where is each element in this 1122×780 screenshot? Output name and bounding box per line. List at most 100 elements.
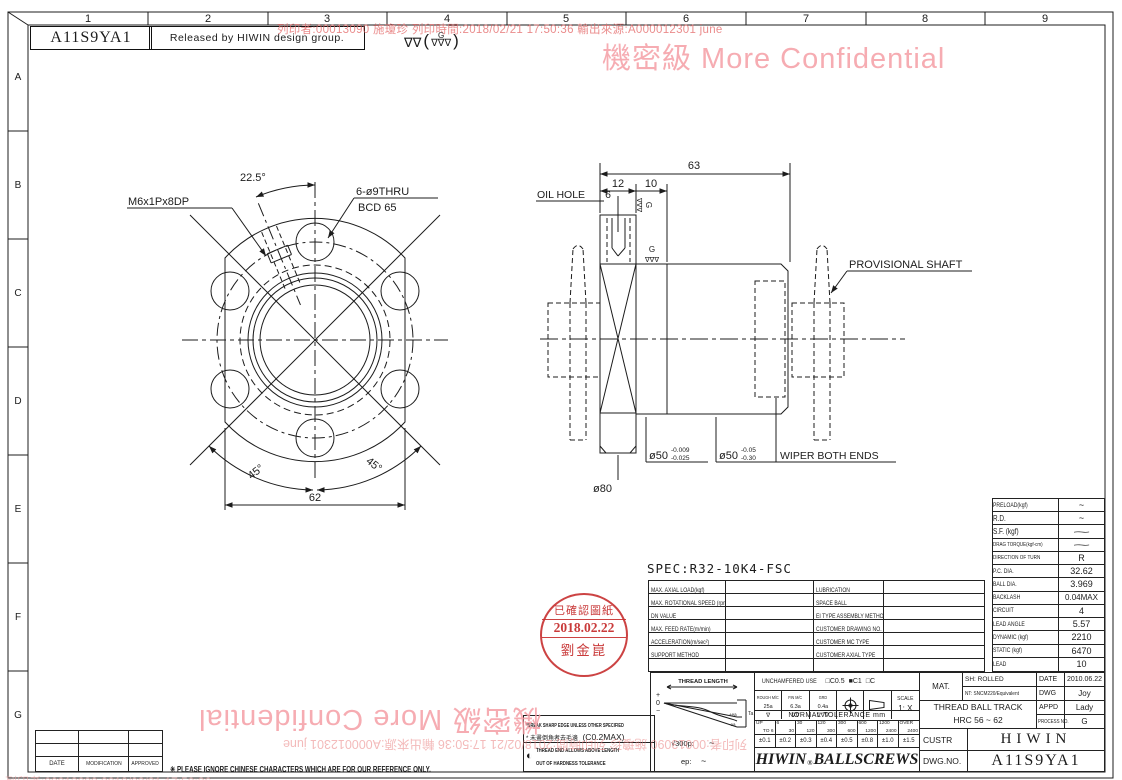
logo-ballscrews: BALLSCREWS	[813, 750, 919, 768]
dim-45-left-label: 45°	[246, 462, 267, 482]
tolerance-value: ±0.2	[776, 735, 796, 747]
ruler-row-f: F	[14, 611, 22, 623]
label-bolt-holes: 6-ø9THRU BCD 65	[327, 186, 438, 239]
provisional-shaft-label: PROVISIONAL SHAFT	[830, 259, 972, 294]
dia50-od-tol-hi: -0.05	[741, 447, 756, 454]
notes-block: *BREAK SHARP EDGE UNLESS OTHER SPECIFIED…	[523, 715, 655, 772]
range-lo: 120	[806, 729, 815, 734]
dia50-journal-tol-hi: -0.009	[671, 447, 690, 454]
note-break-edge-en: *BREAK SHARP EDGE UNLESS OTHER SPECIFIED	[526, 723, 624, 729]
dia50-od: ø50 -0.05 -0.30	[715, 417, 778, 463]
param-value: 5.57	[1072, 619, 1091, 630]
param-row: DRAG TORQUE(kgf-cm)~	[993, 538, 1104, 552]
grd-value: 0.4a	[817, 704, 829, 710]
note-thread-end-1: THREAD END ALLOWS ABOVE LENGTH	[535, 748, 619, 754]
dim-62: 62	[224, 428, 406, 510]
revision-modification-header: MODIFICATION	[85, 761, 122, 767]
tolerance-value: ±1.0	[878, 735, 899, 747]
param-label: S.F. (kgf)	[993, 527, 1019, 537]
range-hi: 30	[797, 721, 803, 726]
finish-g-stack: G ∇∇∇	[431, 31, 451, 49]
tolerance-value: ±0.1	[755, 735, 776, 747]
dim-22-5-label: 22.5°	[240, 172, 266, 184]
ep-label: ep:	[681, 757, 691, 766]
ruler-col-2: 2	[204, 12, 212, 25]
dim-12-label: 12	[612, 178, 624, 190]
dim-62-label: 62	[309, 492, 321, 504]
rough-mc-triangle: ∇	[766, 713, 771, 719]
tolerance-block: UNCHAMFERED USE □C0.5 ■C1 □C ROUGH M/C 2…	[755, 672, 920, 772]
spec-row: MAX. AXIAL LOAD(kgf) LUBRICATION	[649, 581, 984, 594]
grd-triangles: ∇∇∇	[816, 713, 829, 719]
chamfer-option-c05: □C0.5	[825, 678, 845, 685]
finish-symbol: ∇∇	[404, 35, 422, 50]
spec-row-empty	[649, 659, 984, 671]
wiper-text: WIPER BOTH ENDS	[780, 450, 879, 462]
range-lo: 1200	[865, 729, 876, 734]
param-label: BACKLASH	[993, 594, 1021, 602]
revision-row-empty	[36, 744, 162, 757]
range-hi: 300	[838, 721, 847, 726]
param-label: PRELOAD(kgf)	[993, 501, 1028, 509]
dia80-text: ø80	[593, 483, 612, 495]
dwg-value: Joy	[1078, 689, 1091, 698]
finish-paren-close: )	[453, 31, 459, 50]
thread-length-diagram: THREAD LENGTH + 0 − Ta +ea -ea √300p: ~ …	[656, 679, 754, 766]
ruler-col-4: 4	[443, 12, 451, 25]
grd-label: GRD	[818, 695, 827, 700]
range-lo: 2400	[907, 729, 918, 734]
param-row: R.D.~	[993, 512, 1104, 526]
spec-label: MAX. ROTATIONAL SPEED (rpm)	[651, 600, 726, 606]
dia50-od-text: ø50	[719, 450, 738, 462]
param-value: 3.969	[1070, 579, 1093, 590]
chamfer-option-c1: ■C1	[848, 678, 862, 685]
param-value: ~	[1072, 526, 1091, 537]
appd-value: Lady	[1065, 701, 1104, 715]
param-row: S.F. (kgf) ~	[993, 525, 1104, 539]
revision-date-header: DATE	[36, 757, 79, 771]
tolerance-value: ±0.5	[837, 735, 858, 747]
note-thread-end-2: OUT OF HARDNESS TOLERANCE	[535, 761, 606, 767]
process-no-value: G	[1081, 717, 1088, 726]
approval-stamp: 已確認圖紙 2018.02.22 劉金崑	[540, 593, 628, 677]
dim-22-5: 22.5°	[240, 172, 316, 198]
spec-label: MAX. AXIAL LOAD(kgf)	[651, 587, 705, 593]
dia80-label: ø80	[593, 455, 619, 495]
target-icon	[842, 697, 859, 713]
logo-hiwin: HIWIN	[755, 750, 807, 768]
provisional-shaft-left	[547, 245, 601, 441]
oil-hole-label: OIL HOLE 6	[536, 189, 611, 202]
spec-label: CUSTOMER DRAWING NO.	[816, 626, 882, 632]
param-value: ~	[1072, 539, 1091, 550]
params-table: PRELOAD(kgf) ~ R.D.~ S.F. (kgf) ~ DRAG TOR…	[992, 498, 1105, 672]
ruler-row-e: E	[14, 503, 22, 515]
title-block-band2: THREAD BALL TRACK HRC 56 ~ 62 APPD PROCE…	[920, 701, 1104, 729]
customer-value: HIWIN	[1000, 731, 1072, 747]
param-label: STATIC (kgf)	[993, 647, 1023, 655]
corner-diagonal	[7, 11, 29, 26]
flange-side	[599, 214, 637, 454]
param-value: 2210	[1071, 632, 1092, 643]
finish-g-label: G	[438, 31, 445, 40]
axis-plus: +	[656, 692, 660, 699]
param-label: R.D.	[993, 513, 1006, 523]
tapped-hole	[257, 203, 302, 306]
ta-label: Ta	[748, 711, 754, 717]
chamfer-option-c: □C	[865, 678, 876, 685]
v300-value: ~	[709, 738, 714, 748]
dim-45-right-label: 45°	[364, 455, 385, 475]
customer-label: CUSTR	[920, 729, 968, 750]
thread-track-line1: THREAD BALL TRACK	[933, 702, 1023, 712]
dia50-od-tol-lo: -0.30	[741, 455, 756, 462]
logo-registered-icon: ®	[807, 758, 813, 767]
dia50-journal: ø50 -0.009 -0.025	[645, 417, 708, 463]
surface-finish-note: ∇∇ ( G ∇∇∇ )	[404, 31, 459, 51]
range-lo: TO 6	[762, 729, 774, 734]
ruler-col-7: 7	[802, 12, 810, 25]
ruler-row-g: G	[14, 709, 22, 721]
material-nt: NT: SNCM220/Equivalent	[965, 690, 1019, 697]
finish-paren-open: (	[423, 31, 430, 50]
